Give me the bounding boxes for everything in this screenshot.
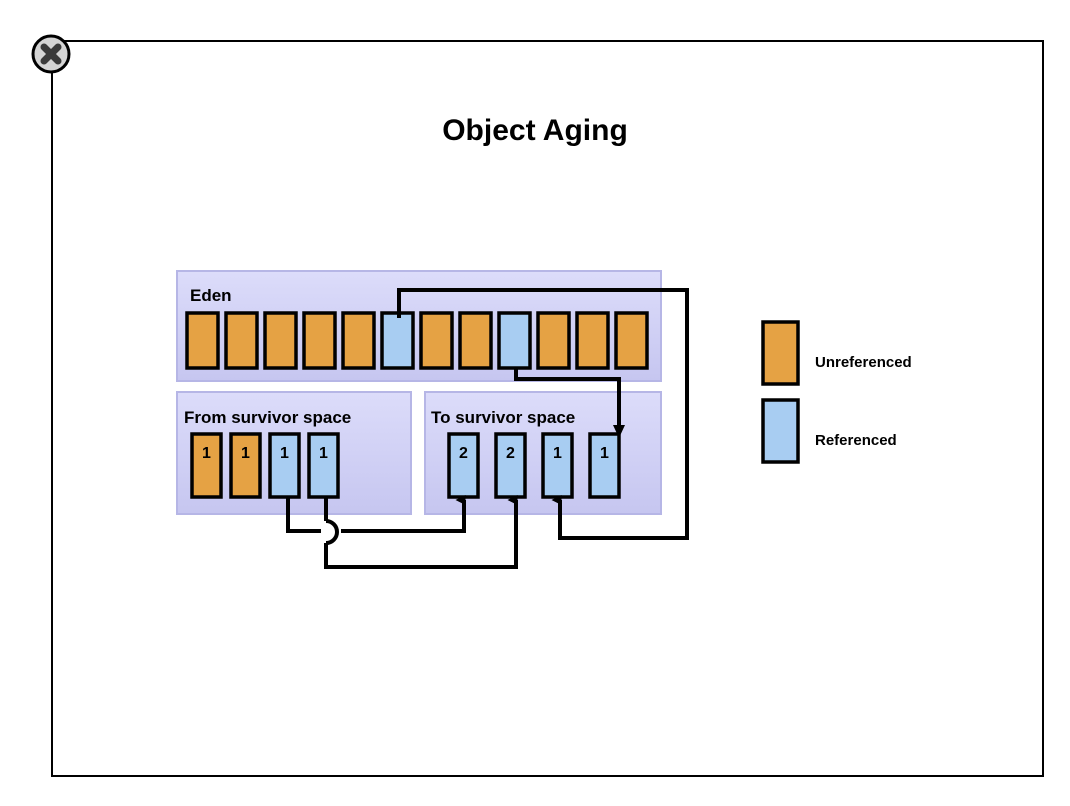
legend-item-unreferenced: Unreferenced: [761, 320, 912, 386]
eden-object-3-rect[interactable]: [263, 311, 298, 370]
eden-object-11-rect[interactable]: [575, 311, 610, 370]
to-survivor-object-3[interactable]: 1: [541, 432, 574, 499]
from-survivor-block-list: 1 1 1 1: [190, 432, 340, 499]
from-survivor-object-4-age-label: 1: [319, 445, 328, 462]
eden-object-10-rect[interactable]: [536, 311, 571, 370]
flow-arrows: [286, 288, 689, 569]
legend-item-referenced: Referenced: [761, 398, 897, 464]
to-survivor-object-3-rect[interactable]: [541, 432, 574, 499]
from-survivor-object-3[interactable]: 1: [268, 432, 301, 499]
eden-object-2-rect[interactable]: [224, 311, 259, 370]
from-survivor-object-4-rect[interactable]: [307, 432, 340, 499]
legend-label-referenced: Referenced: [815, 432, 897, 449]
to-survivor-object-1-rect[interactable]: [447, 432, 480, 499]
close-x-icon-stroke-2: [40, 43, 62, 65]
eden-object-4-rect[interactable]: [302, 311, 337, 370]
eden-object-1[interactable]: [185, 311, 220, 370]
eden-object-12-rect[interactable]: [614, 311, 649, 370]
eden-object-4[interactable]: [302, 311, 337, 370]
eden-object-6-rect[interactable]: [380, 311, 415, 370]
to-survivor-object-2[interactable]: 2: [494, 432, 527, 499]
eden-object-12[interactable]: [614, 311, 649, 370]
legend-swatch-referenced: [761, 398, 800, 464]
legend-label-unreferenced: Unreferenced: [815, 354, 912, 371]
eden-object-9[interactable]: [497, 311, 532, 370]
from-survivor-object-3-rect[interactable]: [268, 432, 301, 499]
eden-label: Eden: [190, 286, 232, 305]
region-to-survivor: To survivor space 2 2 1 1: [424, 391, 662, 515]
eden-object-7-rect[interactable]: [419, 311, 454, 370]
eden-object-11[interactable]: [575, 311, 610, 370]
eden-object-1-rect[interactable]: [185, 311, 220, 370]
flow-from-4-to-to-survivor-2: [324, 495, 518, 569]
from-survivor-object-2-rect[interactable]: [229, 432, 262, 499]
to-survivor-object-1-age-label: 2: [459, 445, 468, 462]
eden-object-5[interactable]: [341, 311, 376, 370]
from-survivor-object-1-rect[interactable]: [190, 432, 223, 499]
from-survivor-label: From survivor space: [184, 408, 351, 427]
flow-eden-9-arrowhead: [613, 425, 625, 438]
from-survivor-object-1-age-label: 1: [202, 445, 211, 462]
eden-object-10[interactable]: [536, 311, 571, 370]
eden-object-8[interactable]: [458, 311, 493, 370]
to-survivor-object-4-rect[interactable]: [588, 432, 621, 499]
eden-object-8-rect[interactable]: [458, 311, 493, 370]
to-survivor-block-list: 2 2 1 1: [447, 432, 621, 499]
eden-object-6[interactable]: [380, 311, 415, 370]
to-survivor-object-2-rect[interactable]: [494, 432, 527, 499]
region-eden: Eden: [176, 270, 662, 382]
flow-eden-9-to-to-survivor-4: [514, 368, 621, 425]
flow-from-3-to-to-survivor-1: [341, 495, 466, 533]
window-frame: [51, 40, 1044, 777]
from-survivor-object-2-age-label: 1: [241, 445, 250, 462]
eden-object-2[interactable]: [224, 311, 259, 370]
to-survivor-object-4-age-label: 1: [600, 445, 609, 462]
eden-object-7[interactable]: [419, 311, 454, 370]
region-from-survivor: From survivor space 1 1 1 1: [176, 391, 412, 515]
page-title: Object Aging: [442, 114, 628, 147]
eden-object-9-rect[interactable]: [497, 311, 532, 370]
flow-eden-6-to-to-survivor-3: [397, 288, 689, 540]
to-survivor-label: To survivor space: [431, 408, 575, 427]
eden-block-list: [185, 311, 649, 370]
close-button[interactable]: [31, 34, 71, 74]
eden-object-3[interactable]: [263, 311, 298, 370]
to-survivor-object-4[interactable]: 1: [588, 432, 621, 499]
from-survivor-object-2[interactable]: 1: [229, 432, 262, 499]
to-survivor-object-2-age-label: 2: [506, 445, 515, 462]
eden-object-5-rect[interactable]: [341, 311, 376, 370]
to-survivor-object-1[interactable]: 2: [447, 432, 480, 499]
from-survivor-object-1[interactable]: 1: [190, 432, 223, 499]
from-survivor-object-3-age-label: 1: [280, 445, 289, 462]
flow-from-3-segment-a: [286, 497, 321, 533]
legend-swatch-unreferenced: [761, 320, 800, 386]
to-survivor-object-3-age-label: 1: [553, 445, 562, 462]
from-survivor-object-4[interactable]: 1: [307, 432, 340, 499]
flow-line-hop: [325, 519, 339, 545]
